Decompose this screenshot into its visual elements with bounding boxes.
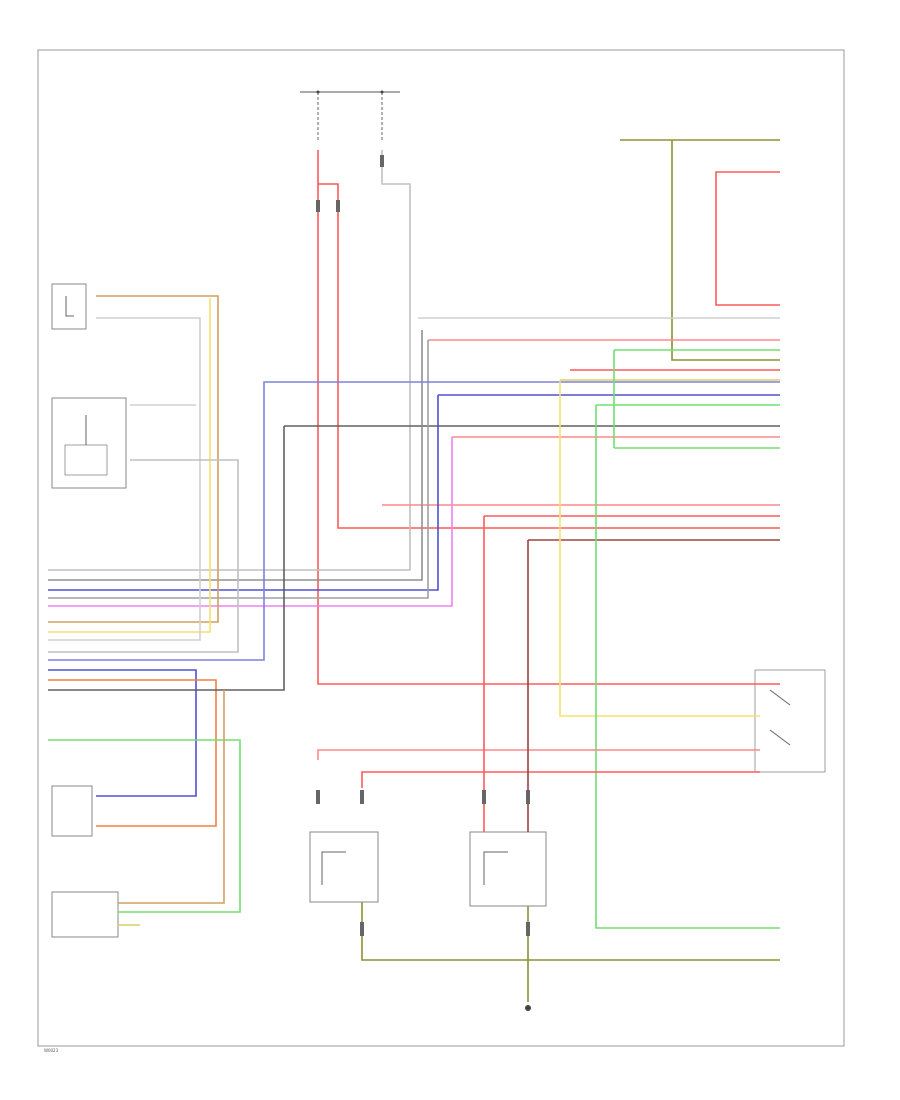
sunlight-sensor-box (51, 397, 127, 489)
wire-dgray-lb (48, 426, 285, 691)
fresh-air-flap-motor-box (51, 785, 93, 837)
climatronic-connector-box (754, 669, 826, 773)
wire-tan-lb (48, 295, 219, 623)
wire-olive-bottom (361, 902, 780, 961)
wire-violet-lb (48, 381, 780, 661)
wire-lgray-sensor (48, 317, 201, 641)
wire-gray-fuse (48, 150, 411, 571)
relay-left-box (309, 831, 379, 903)
wire-red-right-loop (715, 171, 780, 306)
fuse-block-top (300, 90, 400, 140)
wire-green-right (595, 405, 780, 929)
relay-right-box (469, 831, 547, 907)
wire-green-lb (48, 739, 241, 913)
wire-magenta-lb (48, 437, 453, 607)
footer-code: W0023 (44, 1048, 59, 1053)
wire-yel-2 (559, 380, 760, 717)
wire-red-2 (318, 183, 780, 529)
ambient-temp-sensor-box (51, 283, 87, 330)
fresh-air-flap-motor-2-box (51, 891, 119, 938)
diagram-frame (37, 49, 845, 1047)
wire-tan-motor2 (118, 690, 225, 904)
connector-marks (316, 155, 530, 936)
wire-olive-vert (671, 140, 780, 361)
wire-orange-motor (48, 679, 217, 827)
wire-pink-relay (317, 749, 760, 760)
wire-red-relay (361, 771, 760, 788)
wire-gray-sun (48, 459, 239, 653)
wire-gray-lb (48, 330, 423, 581)
wire-blue-lb (48, 395, 439, 591)
wire-yel-lb (48, 298, 211, 633)
wire-red-main (317, 150, 780, 685)
sensor-symbol (65, 296, 74, 317)
ground-point (525, 1005, 531, 1011)
wire-blue-motor (48, 669, 197, 797)
wire-pink-lb (48, 340, 429, 599)
